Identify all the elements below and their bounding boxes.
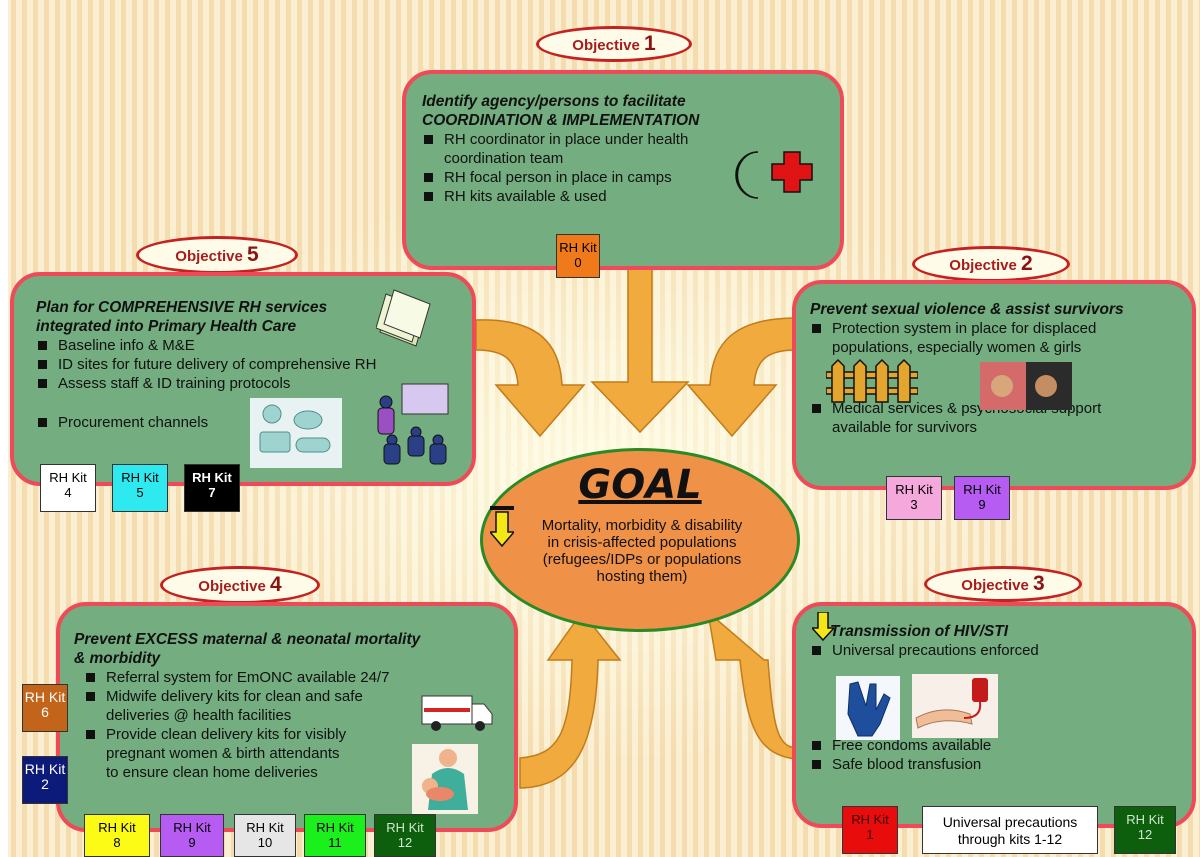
crescent-icon — [735, 151, 759, 199]
list-item: Referral system for EmONC available 24/7 — [84, 668, 504, 687]
list-item: RH focal person in place in camps — [422, 168, 824, 187]
objective-5-label: Objective 5 — [136, 236, 298, 274]
objective-4-label: Objective 4 — [160, 566, 320, 604]
objective-2-title: Prevent sexual violence & assist survivo… — [810, 301, 1124, 318]
list-item: RH kits available & used — [422, 187, 824, 206]
women-photo — [980, 362, 1072, 410]
training-meeting-icon — [377, 383, 449, 465]
supplies-icon — [250, 398, 342, 468]
arrow-objective-4 — [519, 610, 622, 789]
list-item: Baseline info & M&E — [36, 336, 458, 355]
arrow-objective-1 — [590, 267, 690, 434]
objective-4-title: Prevent EXCESS maternal & neonatal morta… — [74, 631, 421, 667]
glove-icon — [836, 676, 900, 740]
documents-icon — [376, 289, 431, 347]
list-item: Safe blood transfusion — [810, 755, 1182, 774]
arrow-objective-3 — [706, 610, 807, 761]
objective-3-label: Objective 3 — [924, 566, 1082, 602]
down-arrow-icon — [490, 506, 514, 548]
goal-title: GOAL — [578, 462, 702, 508]
list-item: Free condoms available — [810, 736, 1182, 755]
arrow-objective-2 — [686, 317, 797, 438]
list-item: ID sites for future delivery of comprehe… — [36, 355, 458, 374]
arrow-objective-5 — [475, 319, 586, 438]
ambulance-icon — [421, 695, 493, 731]
list-item: Procurement channels — [36, 413, 458, 432]
midwife-icon — [412, 744, 478, 814]
list-item: Universal precautions enforced — [810, 641, 1182, 660]
down-arrow-icon — [812, 612, 834, 642]
blood-transfusion-icon — [912, 674, 998, 738]
list-item: Assess staff & ID training protocols — [36, 374, 458, 393]
left-border — [0, 0, 8, 857]
list-item: Midwife delivery kits for clean and safe… — [84, 687, 504, 725]
objective-2-label: Objective 2 — [912, 246, 1070, 282]
red-cross-icon — [771, 151, 813, 193]
fence-icon — [826, 358, 918, 403]
list-item: Protection system in place for displaced… — [810, 319, 1182, 357]
objective-1-label: Objective 1 — [536, 26, 692, 62]
objective-3-title: Transmission of HIV/STI — [830, 623, 1009, 640]
